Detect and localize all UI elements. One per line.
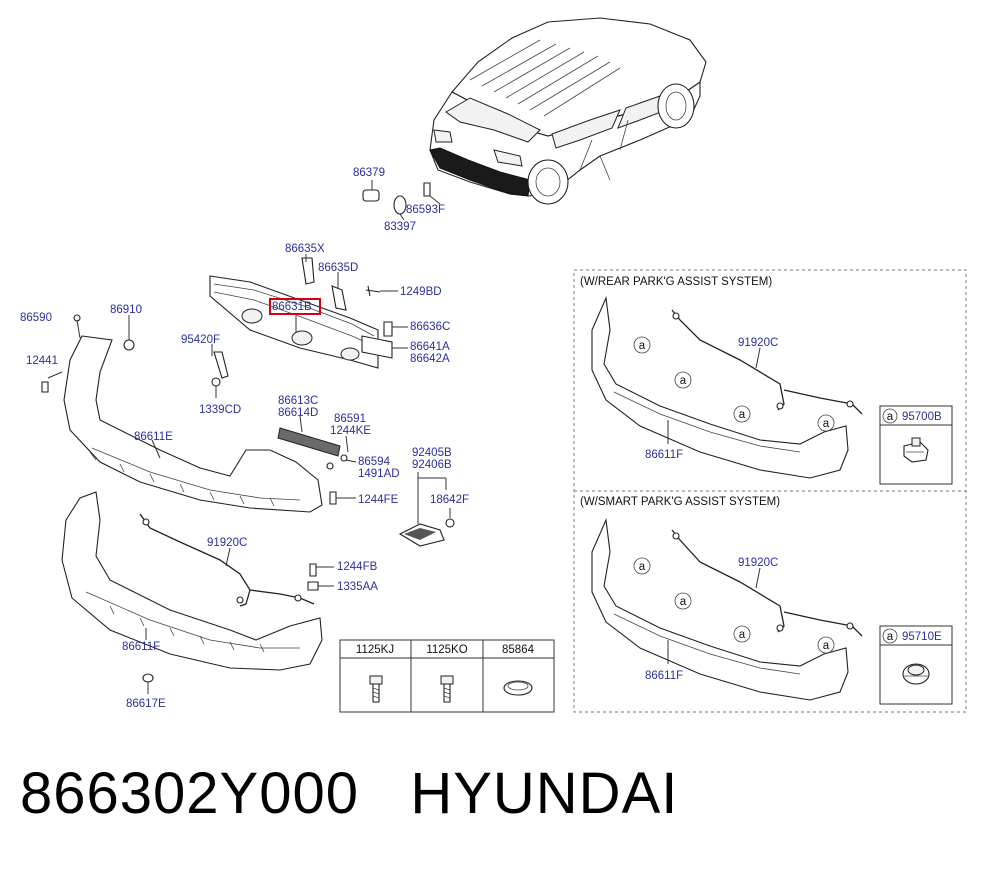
callout-a: a: [739, 629, 746, 641]
label-18642F: 18642F: [430, 494, 469, 506]
label-86611F-rear: 86611F: [645, 449, 683, 461]
label-92405B: 92405B: [412, 447, 452, 459]
option-rear-park-assist: (W/REAR PARK'G ASSIST SYSTEM) a a a a 91…: [580, 276, 953, 485]
label-86910: 86910: [110, 304, 142, 316]
label-86591: 86591: [334, 413, 366, 425]
label-86635X: 86635X: [285, 243, 325, 255]
fastener-table: 1125KJ 1125KO 85864: [339, 639, 555, 713]
callout-a: a: [823, 418, 830, 430]
option-title-rear: (W/REAR PARK'G ASSIST SYSTEM): [580, 276, 772, 288]
label-92406B: 92406B: [412, 459, 452, 471]
sensor-callout-a: a: [887, 411, 894, 423]
label-86641A: 86641A: [410, 341, 450, 353]
label-86617E: 86617E: [126, 698, 166, 710]
label-1339CD: 1339CD: [199, 404, 241, 416]
label-86631B: 86631B: [272, 301, 312, 313]
reflex-lamp-92405B: [329, 472, 455, 547]
label-1249BD: 1249BD: [400, 286, 442, 298]
table-header-1125KO: 1125KO: [426, 644, 467, 656]
label-1244FB: 1244FB: [337, 561, 378, 573]
clip-86593F: [423, 182, 431, 197]
bolt-1125KJ-icon: [369, 675, 383, 703]
callout-a: a: [823, 640, 830, 652]
callout-a: a: [680, 375, 687, 387]
caption-part-number: 866302Y000: [20, 761, 359, 826]
callout-a: a: [639, 340, 646, 352]
label-91920C-smart: 91920C: [738, 557, 778, 569]
label-91920C: 91920C: [207, 537, 247, 549]
option-smart-park-assist: (W/SMART PARK'G ASSIST SYSTEM) a a a a 9…: [580, 496, 953, 705]
label-86642A: 86642A: [410, 353, 450, 365]
label-12441: 12441: [26, 355, 58, 367]
vehicle-illustration: [429, 17, 707, 205]
label-95700B: 95700B: [902, 411, 942, 423]
bracket-86641A: [361, 335, 393, 359]
bolt-1249BD: [365, 285, 381, 297]
ring-83397: [393, 195, 407, 215]
label-1244FE: 1244FE: [358, 494, 399, 506]
label-86379: 86379: [353, 167, 385, 179]
label-91920C-rear: 91920C: [738, 337, 778, 349]
label-86611E: 86611E: [134, 431, 173, 443]
label-95420F: 95420F: [181, 334, 220, 346]
sensor-callout-a: a: [887, 631, 894, 643]
option-title-smart: (W/SMART PARK'G ASSIST SYSTEM): [580, 496, 780, 508]
label-86614D: 86614D: [278, 407, 318, 419]
callout-a: a: [680, 596, 687, 608]
bumper-cover-86611E: [41, 314, 323, 513]
table-header-85864: 85864: [502, 644, 535, 656]
bolt-1125KO-icon: [440, 675, 454, 703]
callout-a: a: [739, 409, 746, 421]
label-86590: 86590: [20, 312, 52, 324]
small-parts-top: [362, 180, 441, 221]
rear-beam-assembly: [209, 254, 408, 398]
caption-brand: HYUNDAI: [410, 761, 679, 826]
label-86593F: 86593F: [406, 204, 445, 216]
part-caption: 866302Y000 HYUNDAI: [20, 760, 678, 827]
highlight-box: [269, 298, 321, 315]
label-1244KE: 1244KE: [330, 425, 371, 437]
label-86594: 86594: [358, 456, 391, 468]
bracket-86635X: [301, 257, 315, 285]
plug-85864-icon: [503, 680, 533, 696]
bumper-cover-86611F: [61, 491, 334, 694]
reflector-86613C: [277, 415, 357, 470]
bracket-86635D: [331, 285, 347, 311]
part-labels: 86379 83397 86593F 86635X 86635D 86631B …: [20, 167, 469, 710]
table-header-1125KJ: 1125KJ: [356, 644, 394, 656]
callout-a: a: [639, 561, 646, 573]
label-95710E: 95710E: [902, 631, 942, 643]
bracket-95420F: [213, 351, 229, 379]
bolt-12441: [41, 381, 49, 393]
label-86635D: 86635D: [318, 262, 358, 274]
label-83397: 83397: [384, 221, 416, 233]
clip-86910: [123, 339, 135, 351]
label-86636C: 86636C: [410, 321, 450, 333]
cap-86379: [362, 189, 380, 202]
label-1491AD: 1491AD: [358, 468, 400, 480]
label-86613C: 86613C: [278, 395, 318, 407]
label-86611F: 86611F: [122, 641, 160, 653]
label-86611F-smart: 86611F: [645, 670, 683, 682]
smart-sensor-icon: [902, 663, 930, 685]
sensor-icon: [903, 437, 929, 463]
label-1335AA: 1335AA: [337, 581, 378, 593]
